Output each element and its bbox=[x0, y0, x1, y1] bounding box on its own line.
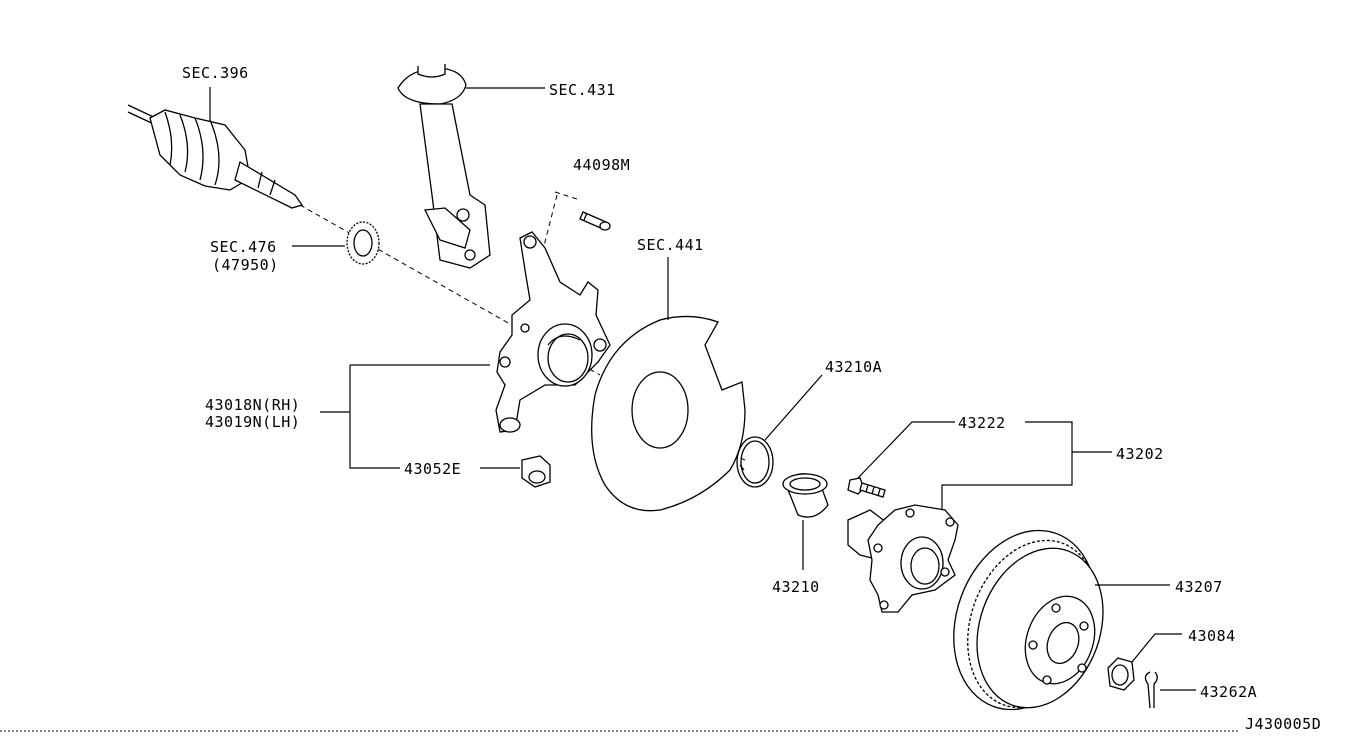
hub-nut bbox=[1107, 657, 1135, 691]
label-43084: 43084 bbox=[1188, 627, 1236, 645]
label-43052e: 43052E bbox=[404, 460, 461, 478]
leader-lines bbox=[209, 87, 1196, 691]
dust-shield bbox=[591, 315, 746, 512]
wheel-hub bbox=[847, 504, 959, 613]
label-sec431: SEC.431 bbox=[549, 81, 616, 99]
bushing-43052e bbox=[521, 455, 551, 488]
strut-assembly bbox=[397, 64, 491, 269]
label-47950: (47950) bbox=[212, 256, 279, 274]
snap-ring bbox=[736, 436, 774, 488]
label-43018n: 43018N(RH) bbox=[205, 396, 300, 414]
label-43222: 43222 bbox=[958, 414, 1006, 432]
label-43019n: 43019N(LH) bbox=[205, 413, 300, 431]
hub-bolt bbox=[847, 477, 886, 498]
label-43207: 43207 bbox=[1175, 578, 1223, 596]
label-43202: 43202 bbox=[1116, 445, 1164, 463]
label-sec441: SEC.441 bbox=[637, 236, 704, 254]
diagram-id: J430005D bbox=[1245, 715, 1321, 733]
label-43210a: 43210A bbox=[825, 358, 882, 376]
label-43210: 43210 bbox=[772, 578, 820, 596]
label-sec396: SEC.396 bbox=[182, 64, 249, 82]
label-sec476: SEC.476 bbox=[210, 238, 277, 256]
cotter-pin bbox=[1144, 671, 1158, 709]
label-44098m: 44098M bbox=[573, 156, 630, 174]
bolt-44098m bbox=[579, 211, 611, 231]
steering-knuckle bbox=[495, 231, 611, 433]
label-43262a: 43262A bbox=[1200, 683, 1257, 701]
sensor-ring bbox=[346, 221, 380, 265]
brake-rotor bbox=[953, 529, 1104, 711]
drive-shaft bbox=[127, 104, 304, 209]
wheel-bearing bbox=[782, 473, 829, 518]
